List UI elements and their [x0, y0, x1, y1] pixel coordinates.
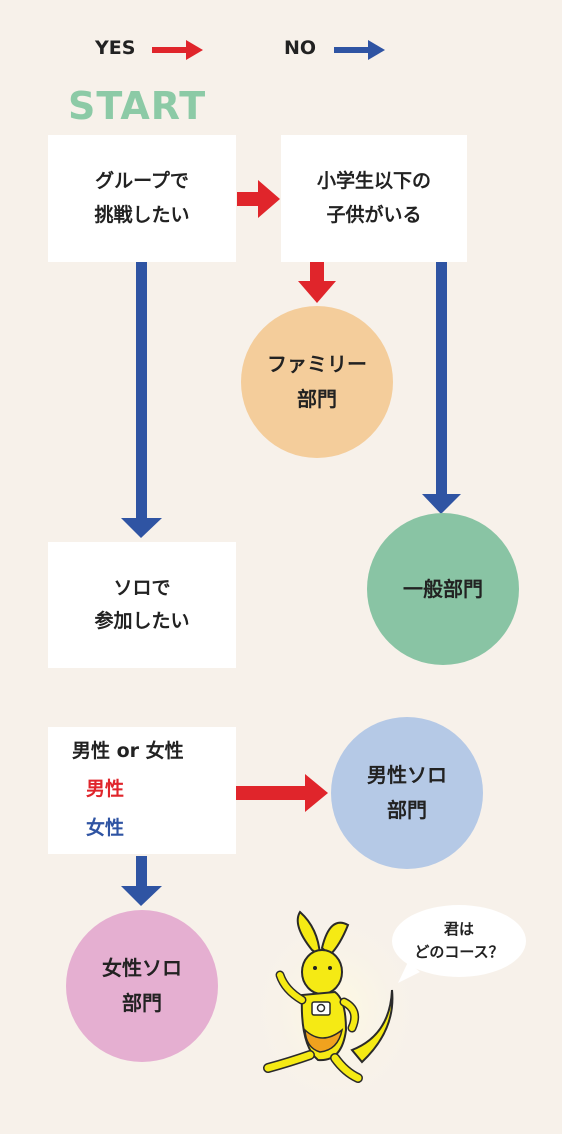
result-male-solo-line-2: 部門 — [387, 798, 427, 822]
legend-yes-arrow — [152, 40, 203, 60]
result-female-solo-line-2: 部門 — [122, 991, 162, 1015]
node-kids: 小学生以下の 子供がいる — [281, 135, 467, 262]
speech-bubble: 君は どのコース？ — [392, 905, 526, 977]
gender-female-label: 女性 — [86, 817, 125, 839]
result-female-solo-line-1: 女性ソロ — [102, 956, 182, 980]
result-female-solo: 女性ソロ 部門 — [66, 910, 218, 1062]
node-gender-question: 男性 or 女性 男性 女性 — [48, 727, 236, 854]
result-family-line-1: ファミリー — [267, 352, 367, 376]
arrow-gender-to-male-solo — [236, 774, 328, 812]
node-solo-line-1: ソロで — [113, 576, 171, 599]
node-kids-line-2: 子供がいる — [326, 203, 422, 226]
start-label: START — [68, 84, 207, 128]
arrow-kids-to-general — [422, 262, 461, 514]
node-solo-line-2: 参加したい — [94, 610, 190, 632]
result-general-label: 一般部門 — [403, 576, 483, 601]
arrow-group-to-solo — [121, 262, 162, 538]
node-kids-line-1: 小学生以下の — [316, 170, 431, 193]
legend-no-label: NO — [284, 37, 317, 59]
arrow-kids-to-family — [298, 262, 336, 303]
speech-bubble-line-2: どのコース？ — [414, 943, 504, 961]
node-solo: ソロで 参加したい — [48, 542, 236, 668]
arrow-gender-to-female-solo — [121, 856, 162, 906]
result-family: ファミリー 部門 — [241, 306, 393, 458]
gender-male-label: 男性 — [86, 778, 125, 800]
node-group-line-2: 挑戦したい — [94, 203, 190, 226]
speech-bubble-tail — [398, 962, 420, 983]
arrow-group-to-kids — [237, 180, 280, 218]
gender-question-text: 男性 or 女性 — [72, 740, 184, 762]
kangaroo-mascot-icon — [243, 905, 427, 1115]
result-male-solo-line-1: 男性ソロ — [367, 763, 447, 787]
result-general: 一般部門 — [367, 513, 519, 665]
node-group-line-1: グループで — [95, 170, 189, 193]
node-group-challenge: グループで 挑戦したい — [48, 135, 236, 262]
legend-yes-label: YES — [95, 37, 136, 59]
result-family-line-2: 部門 — [297, 387, 337, 411]
speech-bubble-line-1: 君は — [443, 919, 474, 938]
result-male-solo: 男性ソロ 部門 — [331, 717, 483, 869]
legend-no-arrow — [334, 40, 385, 60]
